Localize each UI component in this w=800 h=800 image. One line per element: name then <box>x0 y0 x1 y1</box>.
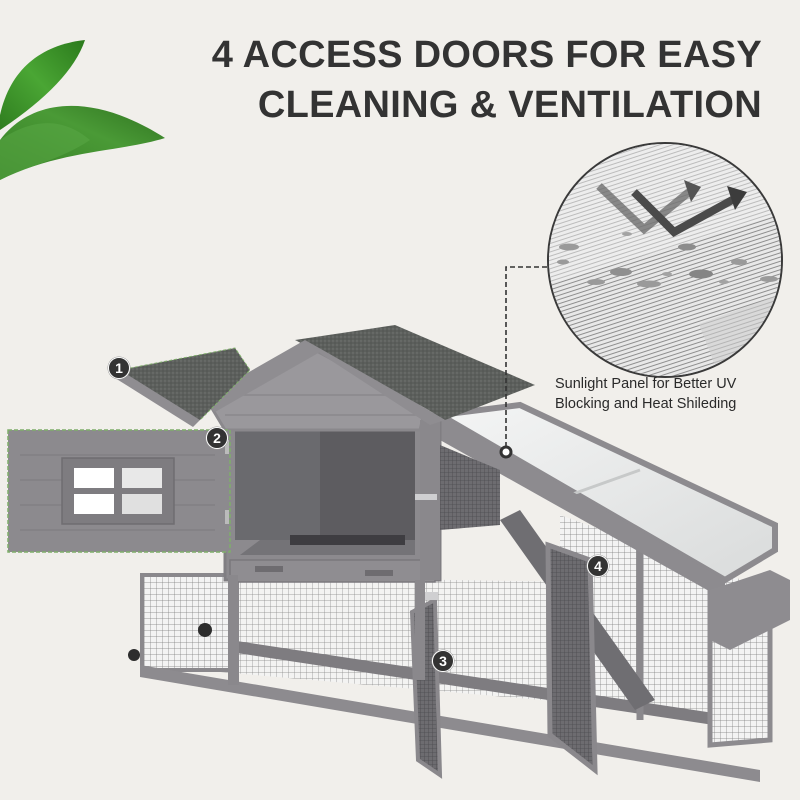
leaf-decoration-icon <box>0 40 165 180</box>
uv-blocking-arrow-icon <box>549 144 781 376</box>
headline-line-2: CLEANING & VENTILATION <box>257 84 762 126</box>
headline: 4 ACCESS DOORS FOR EASY CLEANING & VENTI… <box>212 30 762 130</box>
sunlight-panel-closeup <box>547 142 783 378</box>
door-badge-3: 3 <box>432 650 454 672</box>
door-badge-4: 4 <box>587 555 609 577</box>
caption-line-1: Sunlight Panel for Better UV <box>555 376 737 392</box>
caption-line-2: Blocking and Heat Shileding <box>555 396 737 412</box>
door-badge-2: 2 <box>206 427 228 449</box>
headline-line-1: 4 ACCESS DOORS FOR EASY <box>211 34 762 76</box>
sunlight-panel-caption: Sunlight Panel for Better UV Blocking an… <box>555 374 736 414</box>
door-badge-1: 1 <box>108 357 130 379</box>
